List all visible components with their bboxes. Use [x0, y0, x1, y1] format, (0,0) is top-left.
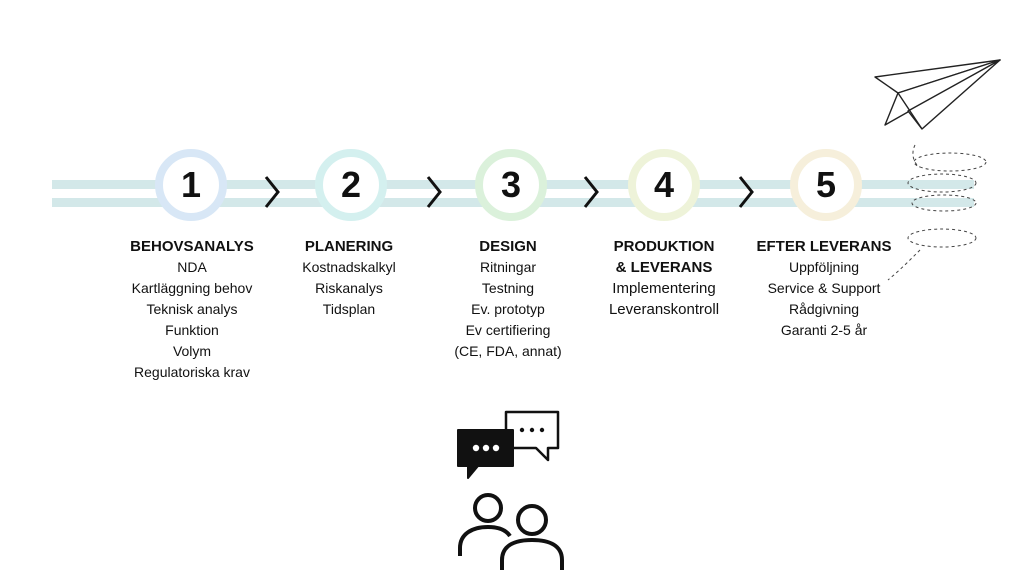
step-3-item: Ev. prototyp	[471, 301, 545, 317]
step-3-title: DESIGN	[479, 238, 537, 255]
step-5-circle: 5	[790, 149, 862, 221]
step-1-item: Kartläggning behov	[131, 280, 253, 296]
chat-bubbles-icon	[457, 410, 560, 479]
step-4-item: Implementering	[612, 280, 716, 297]
step-4-text: PRODUKTION & LEVERANS Implementering Lev…	[569, 236, 759, 320]
step-3-text: DESIGN Ritningar Testning Ev. prototyp E…	[413, 236, 603, 362]
step-5-title: EFTER LEVERANS	[756, 238, 892, 255]
step-1-text: BEHOVSANALYS NDA Kartläggning behov Tekn…	[97, 236, 287, 383]
step-3-circle: 3	[475, 149, 547, 221]
paper-plane-icon	[874, 59, 1001, 281]
step-1-number: 1	[180, 164, 202, 205]
chevron-right-icon	[426, 176, 442, 208]
step-1-title: BEHOVSANALYS	[130, 238, 254, 255]
step-2-text: PLANERING Kostnadskalkyl Riskanalys Tids…	[254, 236, 444, 320]
chevron-right-icon	[264, 176, 280, 208]
step-1-item: Funktion	[165, 322, 219, 338]
step-5-text: EFTER LEVERANS Uppföljning Service & Sup…	[729, 236, 919, 341]
step-2-item: Riskanalys	[315, 280, 383, 296]
step-4-number: 4	[653, 164, 675, 205]
step-3-item: (CE, FDA, annat)	[454, 343, 562, 359]
step-3-number: 3	[500, 164, 522, 205]
step-4-circle: 4	[628, 149, 700, 221]
chevron-right-icon	[583, 176, 599, 208]
step-5-item: Garanti 2-5 år	[780, 322, 868, 338]
step-1-item: Regulatoriska krav	[134, 364, 250, 380]
step-2-circle: 2	[315, 149, 387, 221]
step-4-item: Leveranskontroll	[608, 301, 720, 318]
people-icon	[457, 410, 564, 570]
step-1-circle: 1	[155, 149, 227, 221]
step-3-item: Testning	[481, 280, 535, 296]
step-2-number: 2	[340, 164, 362, 205]
step-1-item: Teknisk analys	[146, 301, 238, 317]
step-2-item: Kostnadskalkyl	[302, 259, 396, 275]
step-3-item: Ev certifiering	[465, 322, 551, 338]
step-1-item: NDA	[177, 259, 207, 275]
step-5-number: 5	[815, 164, 837, 205]
step-2-item: Tidsplan	[322, 301, 376, 317]
step-4-title: & LEVERANS	[615, 259, 713, 276]
step-5-item: Rådgivning	[788, 301, 860, 317]
step-5-item: Service & Support	[767, 280, 881, 296]
step-1-item: Volym	[172, 343, 212, 359]
step-2-title: PLANERING	[304, 238, 394, 255]
step-4-title: PRODUKTION	[613, 238, 715, 255]
chevron-right-icon	[738, 176, 754, 208]
step-3-item: Ritningar	[479, 259, 537, 275]
step-5-item: Uppföljning	[788, 259, 860, 275]
